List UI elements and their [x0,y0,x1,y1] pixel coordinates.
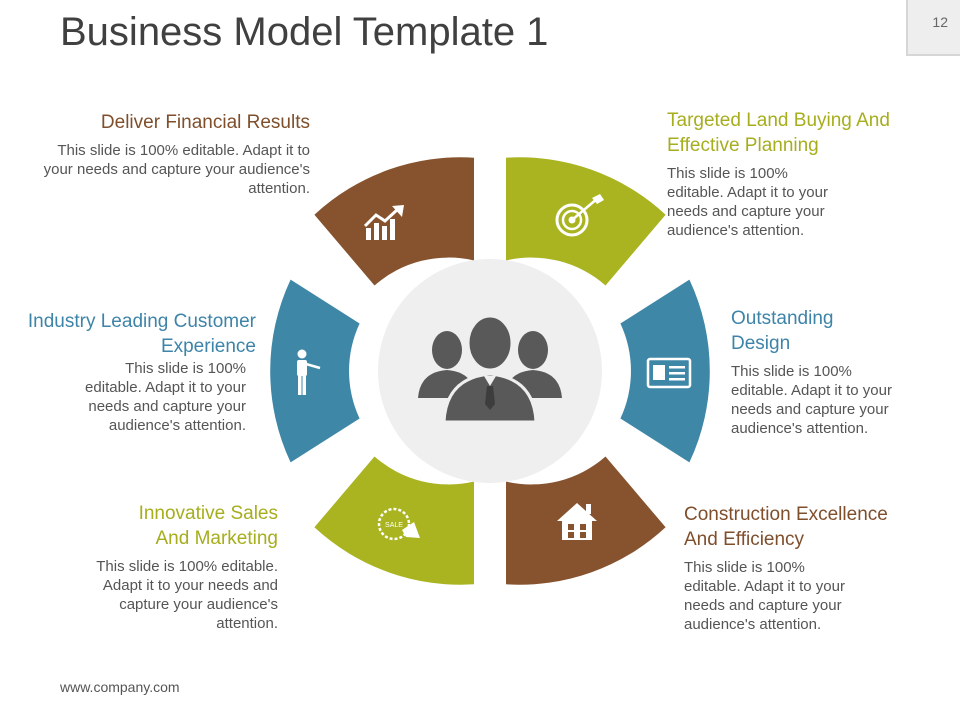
heading-sales: Innovative Sales And Marketing [138,503,278,549]
block-construction: Construction Excellence And Efficiency T… [684,502,924,634]
description-financial: This slide is 100% editable. Adapt it to… [43,142,310,197]
segment-customer [270,279,360,463]
description-design: This slide is 100% editable. Adapt it to… [731,363,892,437]
heading-customer: Industry Leading Customer Experience [27,311,256,357]
description-land: This slide is 100% editable. Adapt it to… [667,165,828,239]
description-customer: This slide is 100% editable. Adapt it to… [85,360,246,434]
block-land: Targeted Land Buying And Effective Plann… [667,108,897,240]
segment-design [620,279,710,463]
block-design: Outstanding Design This slide is 100% ed… [731,306,931,438]
segment-sales [314,456,474,585]
heading-design: Outstanding Design [731,308,834,354]
block-financial: Deliver Financial Results This slide is … [40,110,310,198]
sale-megaphone-icon: SALE [377,507,420,541]
description-sales: This slide is 100% editable. Adapt it to… [96,558,278,632]
growth-chart-icon [363,205,404,240]
footer-url: www.company.com [60,679,180,695]
description-construction: This slide is 100% editable. Adapt it to… [684,559,845,633]
page-number: 12 [906,0,960,56]
heading-construction: Construction Excellence And Efficiency [684,504,888,550]
slide-title: Business Model Template 1 [60,10,549,54]
presenter-icon [297,349,321,395]
target-icon [555,194,604,237]
svg-text:SALE: SALE [385,522,403,529]
heading-land: Targeted Land Buying And Effective Plann… [667,110,890,156]
block-customer: Industry Leading Customer Experience Thi… [0,309,256,435]
house-icon [557,503,597,540]
id-card-icon [646,357,692,389]
block-sales: Innovative Sales And Marketing This slid… [40,501,278,633]
people-group-icon [418,314,562,424]
heading-financial: Deliver Financial Results [100,112,310,133]
